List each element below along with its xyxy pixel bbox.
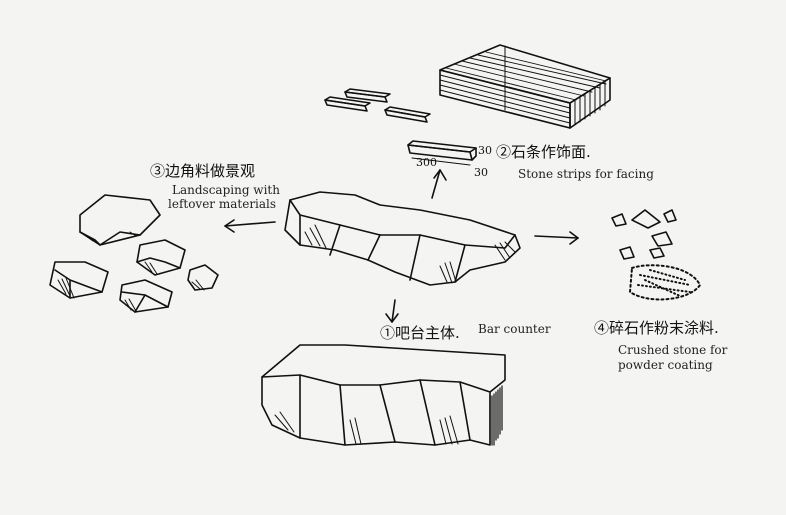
label-landscaping-en-2: leftover materials bbox=[168, 197, 277, 211]
label-landscaping-en-1: Landscaping with bbox=[172, 183, 280, 197]
label-stone-strips-en: Stone strips for facing bbox=[518, 167, 654, 181]
label-landscaping-cn: ③边角料做景观 bbox=[150, 160, 255, 181]
label-stone-strips-cn: ②石条作饰面. bbox=[496, 141, 591, 162]
stone-strips-cn-text: 石条作饰面. bbox=[511, 143, 591, 161]
leftover-pieces bbox=[49, 194, 219, 313]
dimension-height: 30 bbox=[474, 166, 488, 179]
landscaping-cn-text: 边角料做景观 bbox=[165, 162, 256, 180]
marker-1: ① bbox=[380, 324, 396, 342]
marker-4: ④ bbox=[594, 319, 610, 337]
crushed-stone bbox=[611, 209, 701, 301]
label-bar-counter-en: Bar counter bbox=[478, 322, 551, 336]
dimension-width: 30 bbox=[478, 144, 492, 157]
label-crushed-stone-en-2: powder coating bbox=[618, 358, 713, 372]
label-crushed-stone-en-1: Crushed stone for bbox=[618, 343, 728, 357]
stone-strip-stack bbox=[439, 44, 611, 129]
dimension-length: 300 bbox=[416, 156, 437, 169]
raw-stone-block bbox=[284, 191, 521, 286]
arrows bbox=[224, 169, 579, 323]
label-bar-counter-cn: ①吧台主体. bbox=[380, 322, 460, 343]
single-strips bbox=[324, 88, 477, 166]
marker-2: ② bbox=[496, 143, 512, 161]
crushed-stone-cn-text: 碎石作粉末涂料. bbox=[609, 319, 719, 337]
label-crushed-stone-cn: ④碎石作粉末涂料. bbox=[594, 317, 719, 338]
marker-3: ③ bbox=[150, 162, 166, 180]
bar-counter bbox=[261, 344, 506, 446]
bar-counter-cn-text: 吧台主体. bbox=[395, 324, 460, 342]
